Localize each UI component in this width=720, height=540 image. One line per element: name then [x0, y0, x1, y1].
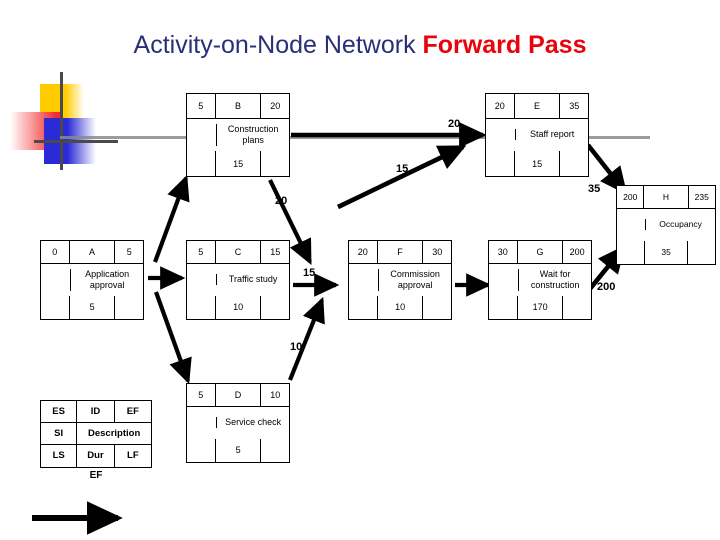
node-h-id: H	[662, 192, 670, 203]
node-a-lf	[114, 295, 143, 319]
node-a[interactable]: 0 A 5 Application approval 5	[40, 240, 144, 320]
node-a-id: A	[88, 247, 95, 258]
arrow-label-d-to-f: 10	[290, 341, 303, 353]
legend-id: ID	[77, 401, 115, 422]
node-a-dur: 5	[89, 302, 95, 313]
node-c[interactable]: 5 C 15 Traffic study 10	[186, 240, 290, 320]
arrow-d-to-f	[288, 296, 325, 381]
arrow-e-to-h	[586, 143, 628, 195]
node-g-ls	[489, 295, 519, 319]
node-b-lf	[260, 151, 289, 176]
node-h-lf	[687, 240, 715, 264]
node-e-id: E	[533, 100, 540, 111]
node-e-ls	[486, 151, 516, 176]
node-h[interactable]: 200 H 235 Occupancy 35	[616, 185, 716, 265]
node-f-dur: 10	[395, 302, 406, 313]
node-b-description: Construction plans	[216, 123, 289, 146]
node-f-id: F	[397, 247, 403, 258]
legend-dur: Dur	[77, 444, 115, 467]
legend-description: Description	[88, 427, 141, 439]
node-b-ls	[187, 151, 217, 176]
arrow-label-g-to-h: 200	[597, 281, 616, 293]
node-h-ef: 235	[687, 186, 715, 209]
node-d-id: D	[234, 390, 242, 401]
node-f-ls	[349, 295, 379, 319]
arrow-a-to-b	[153, 174, 190, 263]
node-g-lf	[562, 295, 591, 319]
decorative-logo	[2, 72, 118, 180]
legend-es: ES	[41, 401, 78, 422]
node-f-es: 20	[349, 241, 378, 264]
node-a-description: Application approval	[70, 268, 143, 291]
node-e[interactable]: 20 E 35 Staff report 15	[485, 93, 589, 177]
node-d-ef: 10	[260, 384, 289, 407]
node-a-ls	[41, 295, 71, 319]
node-d[interactable]: 5 D 10 Service check 5	[186, 383, 290, 463]
node-g[interactable]: 30 G 200 Wait for construction 170	[488, 240, 592, 320]
node-h-ls	[617, 240, 646, 264]
node-b-ef: 20	[260, 94, 289, 118]
node-e-description: Staff report	[515, 129, 588, 141]
legend-ef: EF	[126, 405, 139, 417]
node-g-description: Wait for construction	[518, 268, 591, 291]
node-e-lf	[559, 151, 588, 176]
node-e-es: 20	[486, 94, 515, 118]
node-h-es: 200	[617, 186, 645, 209]
legend-si: SI	[41, 422, 78, 444]
node-c-es: 5	[187, 241, 216, 264]
node-d-lf	[260, 438, 289, 462]
arrow-b-to-f	[268, 179, 312, 266]
node-c-ef: 15	[260, 241, 289, 264]
arrow-label-c-to-e: 15	[396, 163, 409, 175]
node-b-dur: 15	[233, 158, 244, 169]
arrow-label-c-to-f: 15	[303, 267, 316, 279]
node-b-es: 5	[187, 94, 216, 118]
node-d-es: 5	[187, 384, 216, 407]
legend-key-box: ES ID EF SI Description LS Dur LF	[40, 400, 152, 468]
node-g-dur: 170	[532, 302, 548, 313]
node-c-ls	[187, 295, 217, 319]
node-c-dur: 10	[233, 302, 244, 313]
logo-horizontal-line	[34, 140, 118, 143]
node-a-ef: 5	[114, 241, 143, 264]
node-d-ls	[187, 438, 217, 462]
legend-ls: LS	[41, 444, 78, 467]
node-h-description: Occupancy	[645, 219, 715, 231]
node-f-ef: 30	[422, 241, 451, 264]
legend-caption-ef: EF	[89, 470, 103, 481]
node-c-id: C	[234, 247, 242, 258]
node-f-description: Commission approval	[378, 268, 451, 291]
node-g-es: 30	[489, 241, 518, 264]
node-d-description: Service check	[216, 417, 289, 429]
node-h-dur: 35	[661, 247, 671, 258]
arrow-c-to-e	[337, 144, 467, 210]
arrow-label-e-to-h: 35	[588, 183, 601, 195]
node-e-ef: 35	[559, 94, 588, 118]
node-d-dur: 5	[235, 445, 241, 456]
title-main-text: Activity-on-Node Network	[133, 31, 423, 59]
arrow-a-to-d	[154, 291, 192, 385]
node-b[interactable]: 5 B 20 Construction plans 15	[186, 93, 290, 177]
node-c-lf	[260, 295, 289, 319]
legend-lf: LF	[127, 450, 139, 462]
node-a-es: 0	[41, 241, 70, 264]
title-accent-text: Forward Pass	[422, 31, 587, 59]
node-g-ef: 200	[562, 241, 591, 264]
node-c-description: Traffic study	[216, 274, 289, 286]
arrow-label-a-to-b: 20	[275, 195, 288, 207]
logo-vertical-line	[60, 72, 63, 170]
decorative-horizontal-rule	[60, 136, 650, 139]
node-e-dur: 15	[532, 158, 543, 169]
arrow-label-b-to-e: 20	[448, 118, 461, 130]
node-g-id: G	[536, 247, 544, 258]
node-b-id: B	[234, 100, 241, 111]
node-f[interactable]: 20 F 30 Commission approval 10	[348, 240, 452, 320]
page-title: Activity-on-Node Network Forward Pass	[0, 30, 720, 60]
node-f-lf	[422, 295, 451, 319]
